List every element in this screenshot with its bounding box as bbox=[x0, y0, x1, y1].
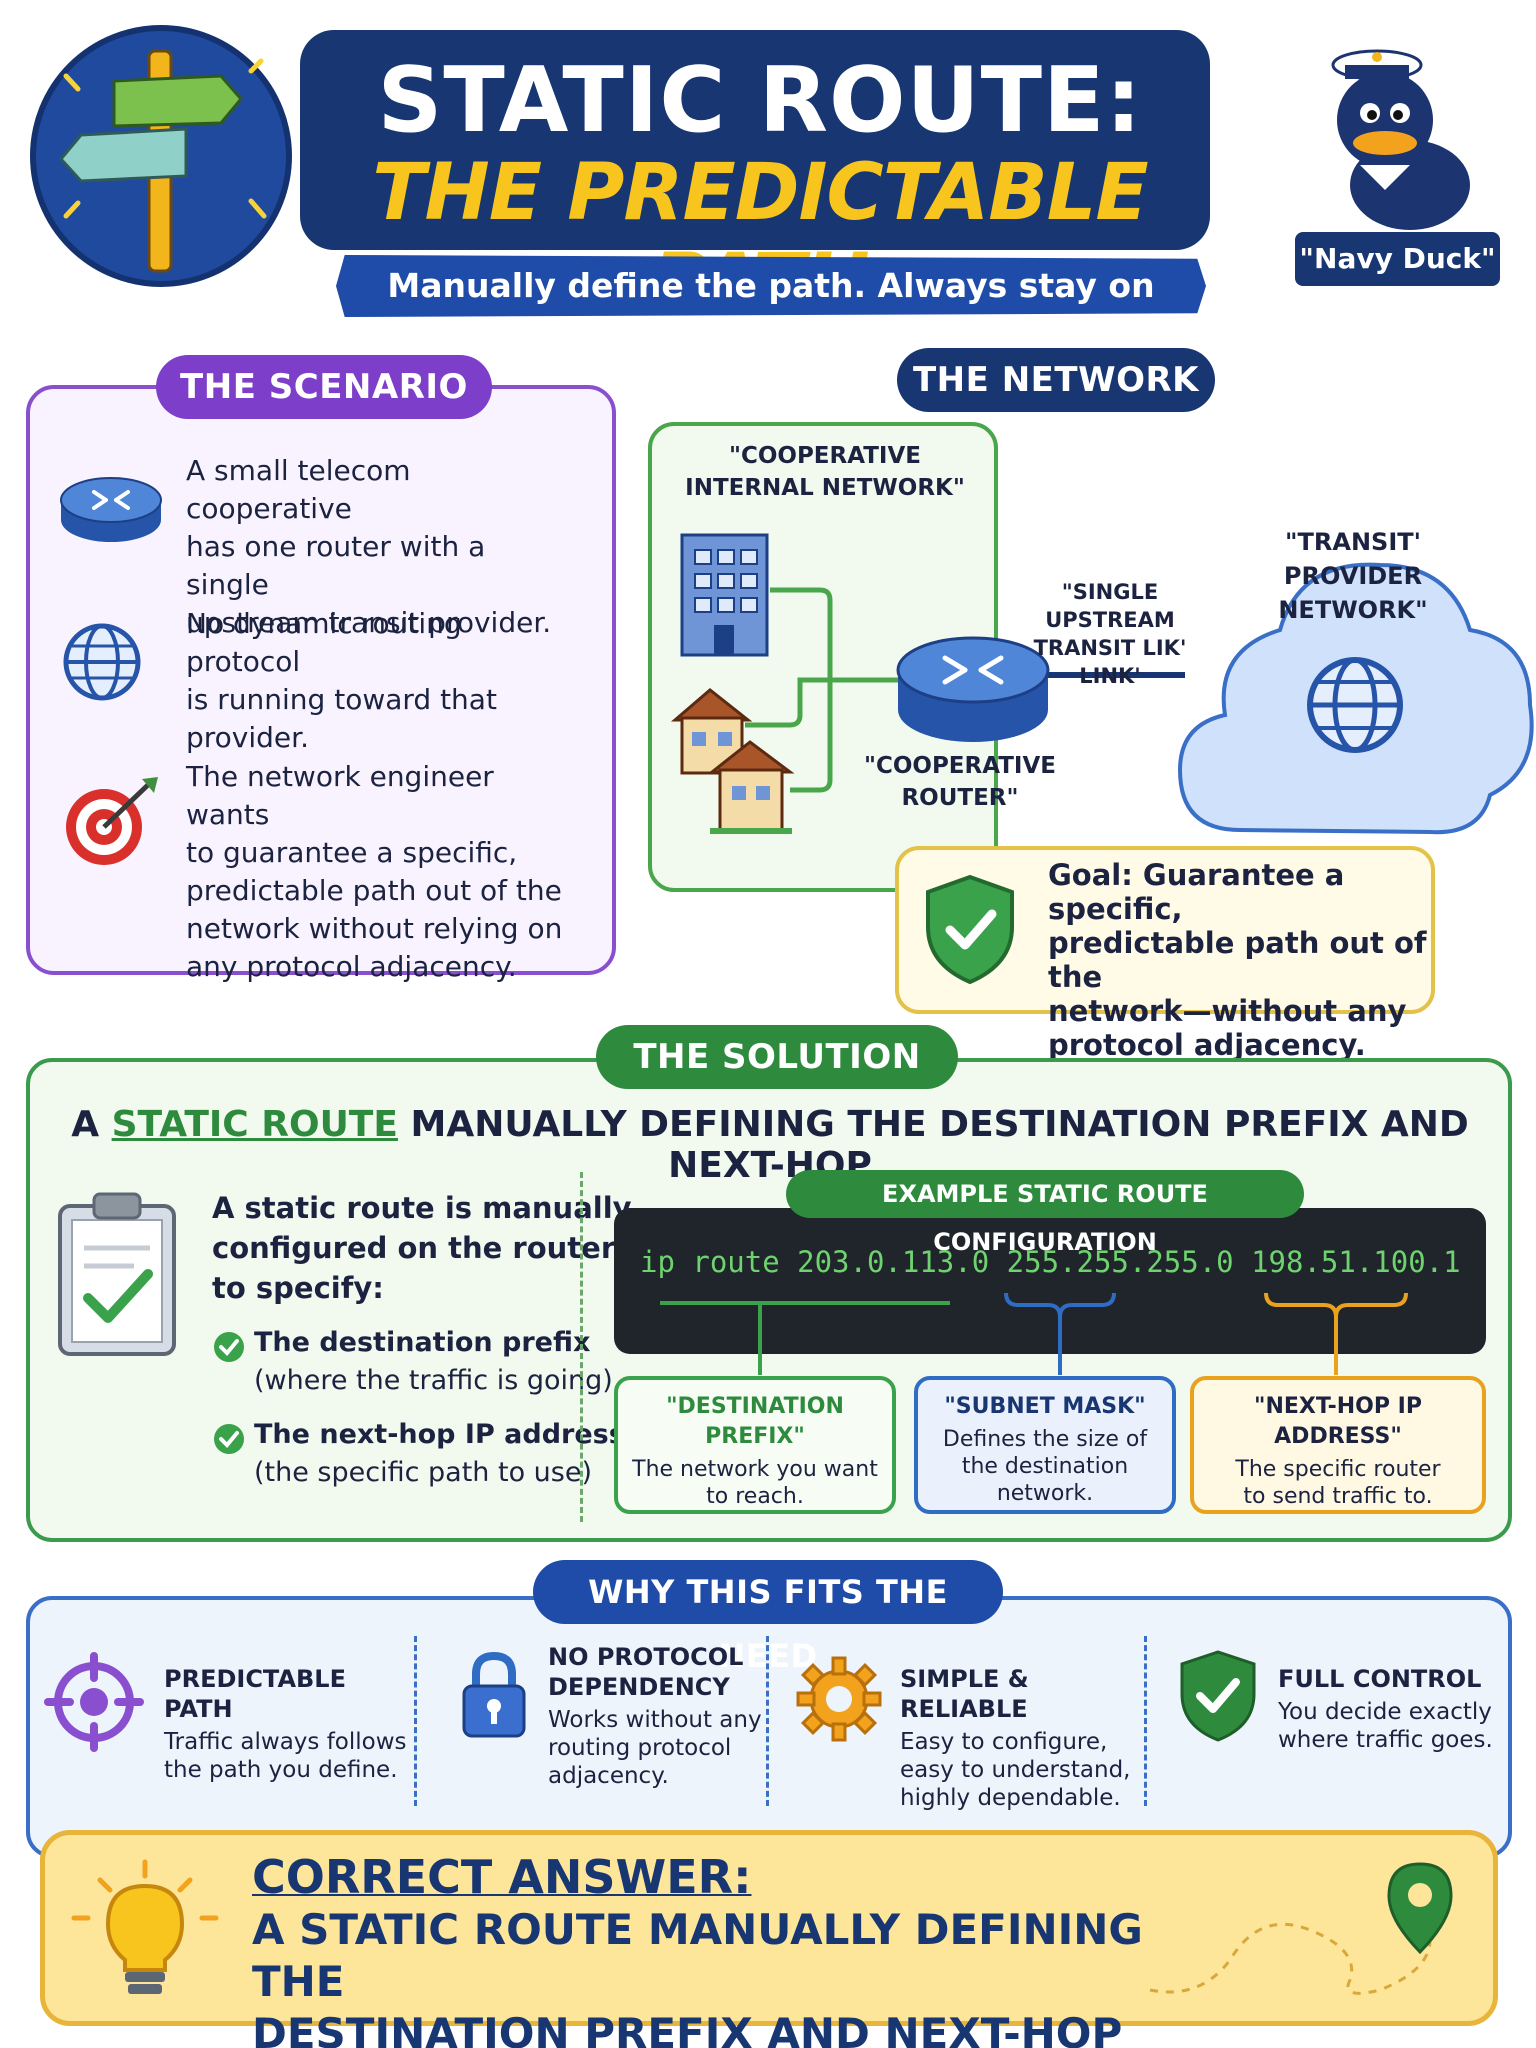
office-building-icon bbox=[680, 533, 769, 657]
internal-network-label: "COOPERATIVE INTERNAL NETWORK" bbox=[685, 443, 965, 501]
route-path-decoration bbox=[1149, 1922, 1432, 1995]
network-title: THE NETWORK bbox=[897, 348, 1215, 412]
nexthop-bracket bbox=[1264, 1292, 1408, 1375]
cooperative-router-icon bbox=[896, 636, 1050, 742]
static-route-command: ip route 203.0.113.0 255.255.255.0 198.5… bbox=[640, 1245, 1461, 1279]
network-diagram bbox=[670, 533, 1534, 835]
check-circle-icon bbox=[212, 1422, 246, 1460]
check-circle-icon bbox=[212, 1330, 246, 1368]
goal-text: Goal: Guarantee a specific, predictable … bbox=[1048, 858, 1427, 1062]
router-label: "COOPERATIVE ROUTER" bbox=[863, 753, 1057, 811]
goal-callout bbox=[895, 846, 1435, 1014]
house-icon bbox=[707, 740, 795, 834]
shield-check-icon bbox=[1176, 1648, 1260, 1748]
mascot-label: "Navy Duck" bbox=[1295, 232, 1500, 286]
solution-heading: A STATIC ROUTE MANUALLY DEFINING THE DES… bbox=[71, 1104, 1469, 1186]
lightbulb-icon bbox=[70, 1858, 220, 2012]
page-title: STATIC ROUTE: bbox=[377, 48, 1143, 153]
lock-icon bbox=[458, 1648, 530, 1748]
why-divider bbox=[1144, 1636, 1147, 1806]
callout-destination-prefix: "DESTINATION PREFIX" The network you wan… bbox=[614, 1376, 896, 1514]
scenario-text-1: A small telecom cooperative has one rout… bbox=[186, 454, 552, 639]
scenario-text-2: No dynamic routing protocol is running t… bbox=[186, 607, 497, 754]
callout-subnet-mask: "SUBNET MASK" Defines the size of the de… bbox=[914, 1376, 1176, 1514]
mask-bracket bbox=[1004, 1292, 1116, 1375]
router-icon bbox=[56, 470, 166, 554]
transit-provider-label: "TRANSIT' PROVIDER NETWORK" bbox=[1278, 528, 1428, 624]
shield-check-icon bbox=[920, 872, 1020, 991]
solution-divider bbox=[580, 1172, 583, 1522]
signpost-badge bbox=[30, 25, 292, 287]
solution-title: THE SOLUTION bbox=[596, 1025, 958, 1089]
why-divider bbox=[414, 1636, 417, 1806]
clipboard-check-icon bbox=[54, 1190, 180, 1364]
tagline-banner: Manually define the path. Always stay on… bbox=[336, 255, 1206, 317]
solution-point-1: The destination prefix (where the traffi… bbox=[254, 1327, 613, 1396]
why-item-2: NO PROTOCOL DEPENDENCY Works without any… bbox=[548, 1643, 762, 1789]
config-brackets bbox=[660, 1292, 1408, 1375]
solution-intro: A static route is manually configured on… bbox=[212, 1191, 632, 1305]
gear-icon bbox=[794, 1654, 884, 1748]
why-item-3: SIMPLE & RELIABLE Easy to configure, eas… bbox=[900, 1665, 1131, 1811]
why-panel bbox=[26, 1596, 1512, 1858]
callout-next-hop: "NEXT-HOP IP ADDRESS" The specific route… bbox=[1190, 1376, 1486, 1514]
answer-label: CORRECT ANSWER: bbox=[252, 1850, 752, 1904]
target-icon bbox=[62, 775, 162, 874]
navy-duck-mascot bbox=[1315, 25, 1475, 240]
config-title: EXAMPLE STATIC ROUTE CONFIGURATION bbox=[786, 1170, 1304, 1256]
answer-text: A STATIC ROUTE MANUALLY DEFINING THE DES… bbox=[252, 1905, 1143, 2048]
duck-icon bbox=[1331, 49, 1470, 230]
title-banner bbox=[300, 30, 1210, 250]
why-item-1: PREDICTABLE PATH Traffic always follows … bbox=[164, 1665, 407, 1783]
globe-icon bbox=[60, 620, 144, 708]
transit-cloud-icon bbox=[1177, 562, 1534, 835]
link-office-router bbox=[770, 587, 900, 683]
why-divider bbox=[766, 1636, 769, 1806]
why-item-4: FULL CONTROL You decide exactly where tr… bbox=[1278, 1665, 1493, 1753]
crosshair-icon bbox=[44, 1652, 144, 1756]
signpost-icon bbox=[59, 49, 267, 273]
link-house1-router bbox=[745, 677, 830, 728]
map-pin-icon bbox=[1385, 1860, 1455, 1960]
link-house2-router bbox=[790, 680, 833, 793]
solution-point-2: The next-hop IP address (the specific pa… bbox=[254, 1419, 625, 1488]
scenario-text-3: The network engineer wants to guarantee … bbox=[186, 760, 563, 983]
prefix-bracket bbox=[660, 1301, 950, 1375]
correct-answer-panel bbox=[40, 1830, 1498, 2026]
upstream-link-label: "SINGLE UPSTREAM TRANSIT LIK' LINK' bbox=[1033, 580, 1187, 688]
why-title: WHY THIS FITS THE NEED bbox=[533, 1560, 1003, 1675]
scenario-title: THE SCENARIO bbox=[156, 355, 492, 419]
